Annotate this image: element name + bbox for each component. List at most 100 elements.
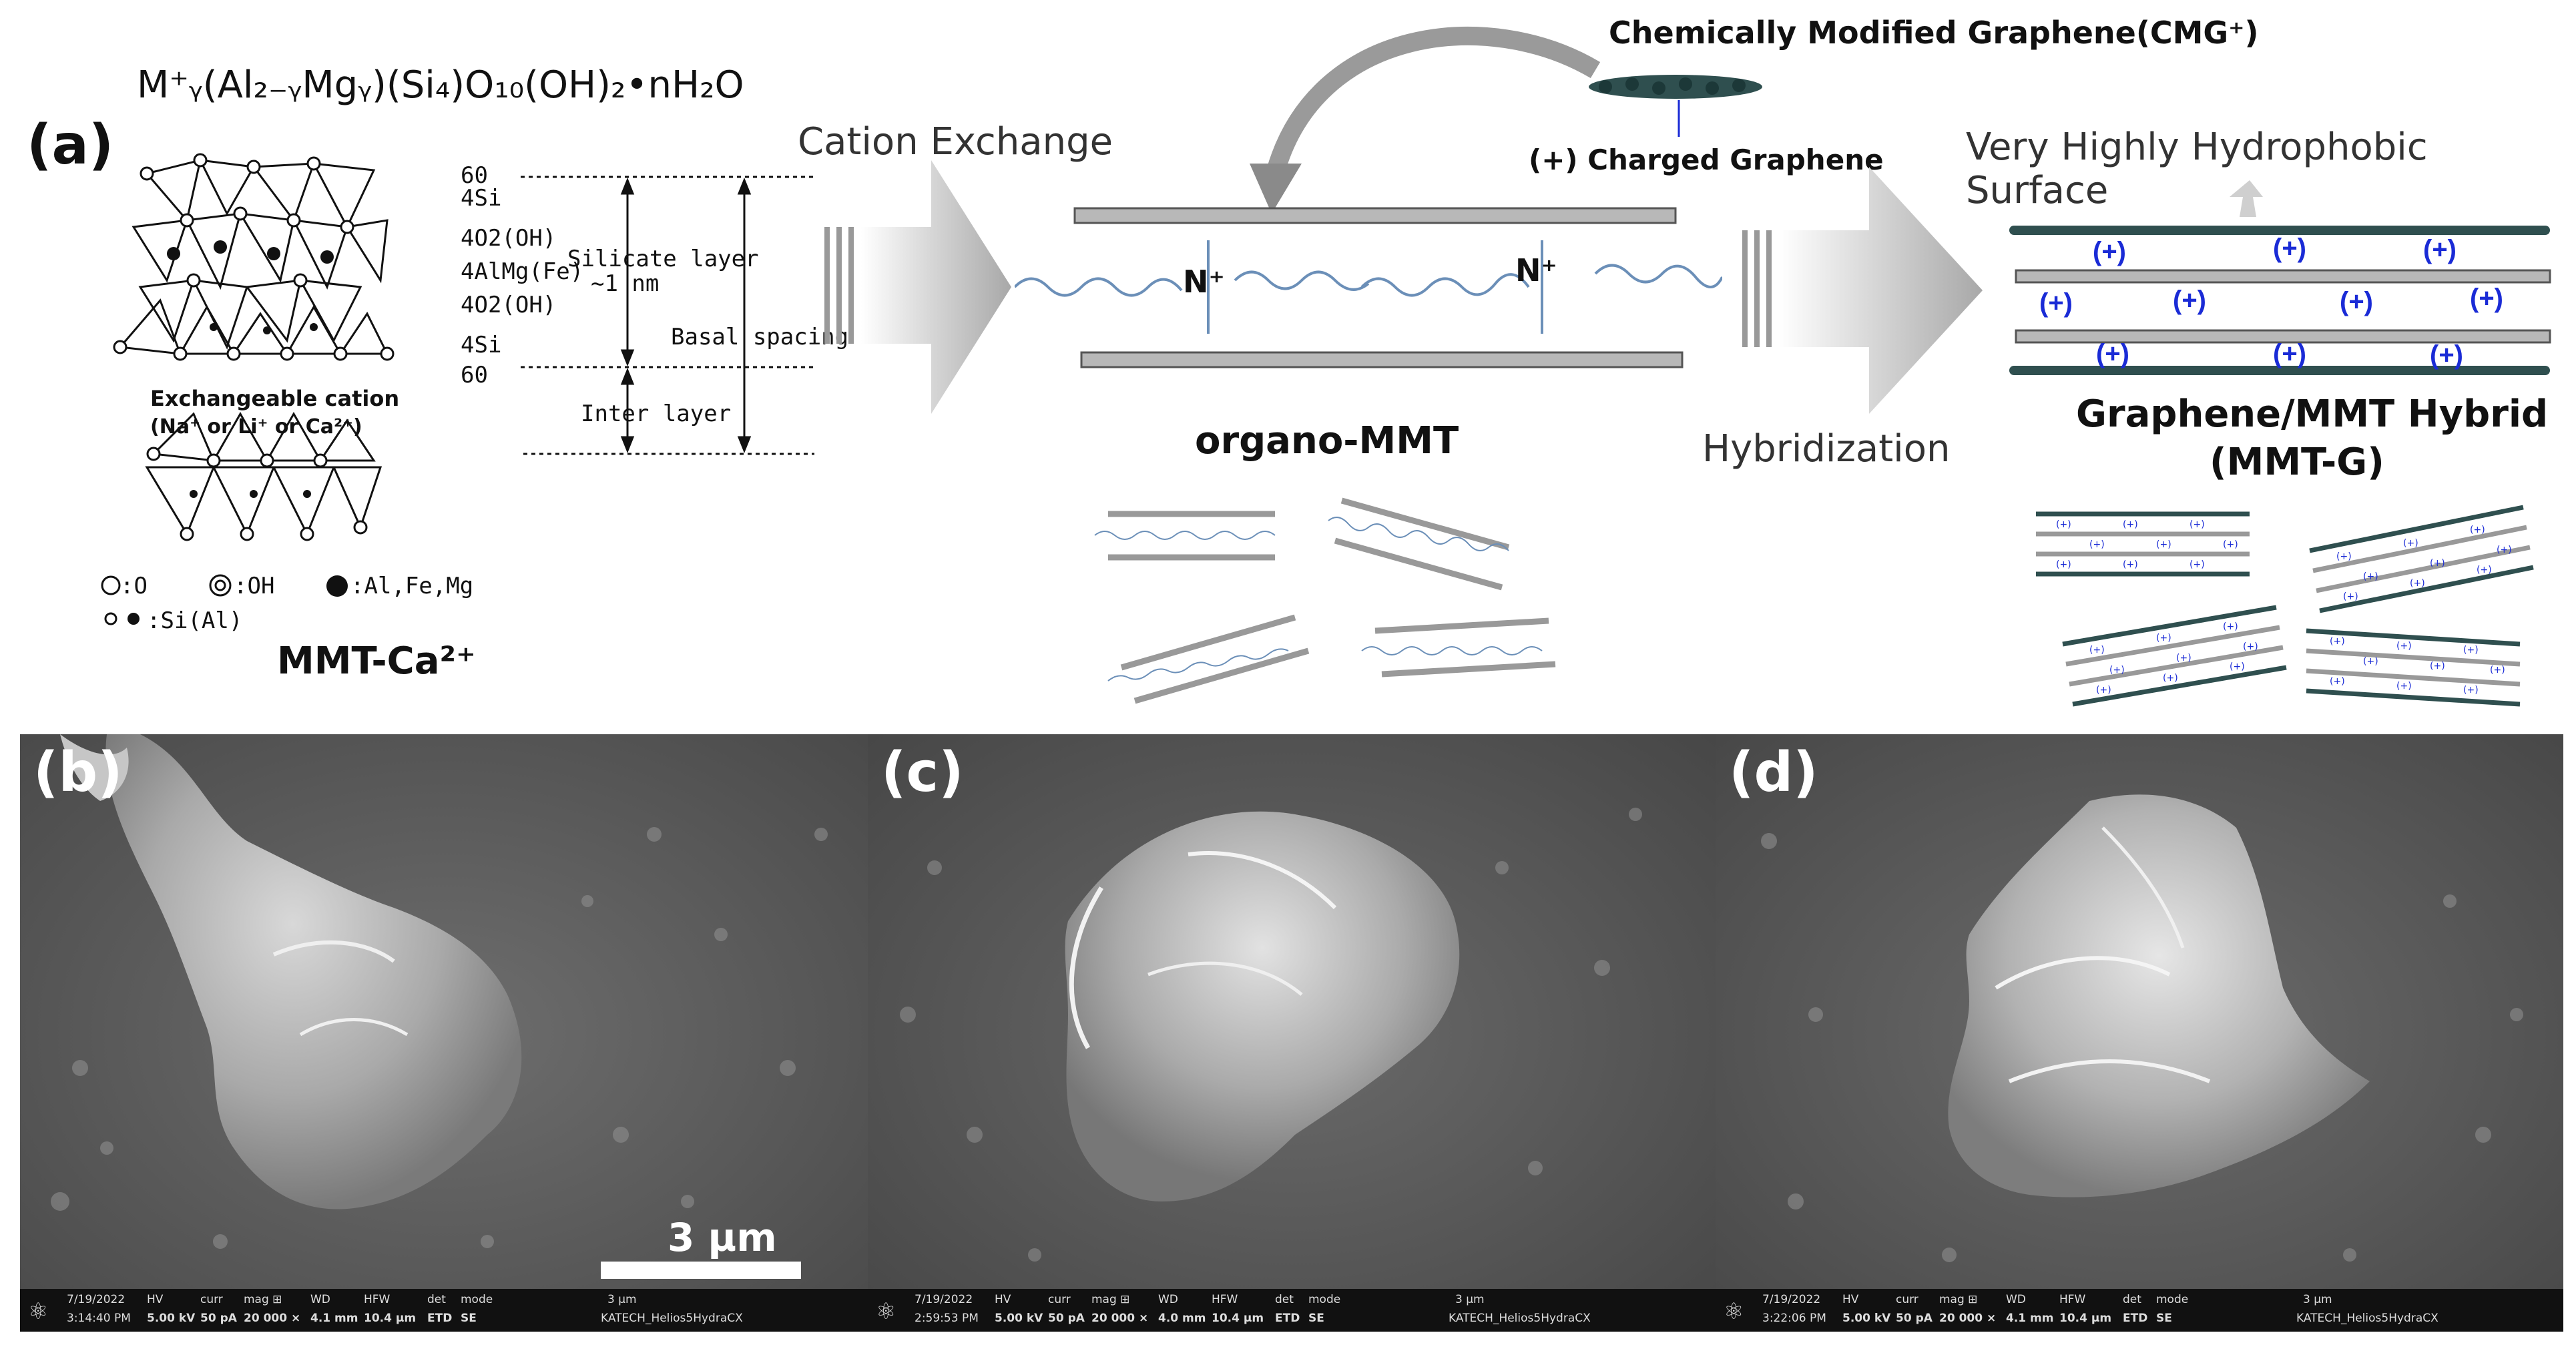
mmt-ca-name: MMT-Ca²⁺ <box>277 639 476 683</box>
meta-mag: 20 000 × <box>1939 1312 1997 1325</box>
hybrid-name-line2: (MMT-G) <box>2210 441 2384 484</box>
atom-icon: ⚛ <box>1724 1298 1744 1325</box>
hydrophobic-up-arrow <box>2230 180 2263 217</box>
n-plus-left: N⁺ <box>1183 264 1225 300</box>
cation-exchange-arrow <box>824 160 1011 414</box>
svg-text:(+): (+) <box>2410 578 2425 589</box>
meta-wd: 4.0 mm <box>1158 1312 1206 1325</box>
meta-curr-header: curr <box>1048 1293 1071 1306</box>
meta-curr-header: curr <box>1896 1293 1918 1306</box>
meta-date: 7/19/2022 <box>915 1293 973 1306</box>
panel-a-label: (a) <box>27 113 114 177</box>
legend-o: :O <box>120 573 148 599</box>
meta-det-header: det <box>2123 1293 2141 1306</box>
atom-icon: ⚛ <box>876 1298 896 1325</box>
meta-curr: 50 pA <box>1896 1312 1933 1325</box>
meta-hv-header: HV <box>1842 1293 1859 1306</box>
layer-tick-4si-bottom: 4Si <box>461 332 502 358</box>
panel-c-label: (c) <box>881 741 964 804</box>
curved-insertion-arrow <box>1250 26 1601 214</box>
exchangeable-cation-label: Exchangeable cation <box>150 386 400 411</box>
organo-mmt-label: organo-MMT <box>1195 419 1459 463</box>
svg-text:(+): (+) <box>2230 661 2245 672</box>
meta-mag: 20 000 × <box>244 1312 301 1325</box>
plus-charge-8: (+) <box>2096 339 2129 368</box>
inter-layer-label: Inter layer <box>581 400 732 427</box>
crystal-legend-symbols <box>101 574 232 625</box>
svg-text:(+): (+) <box>2156 539 2171 550</box>
svg-text:(+): (+) <box>2430 661 2445 671</box>
sem-metadata-bar-d: ⚛ 7/19/2022 3:22:06 PM HV 5.00 kV curr 5… <box>1716 1289 2563 1332</box>
cmg-graphene-sheet <box>1589 75 1762 99</box>
svg-text:(+): (+) <box>2477 565 2492 575</box>
svg-text:(+): (+) <box>2243 641 2258 652</box>
plus-charge-3: (+) <box>2423 235 2457 264</box>
meta-scale: 3 µm <box>607 1293 637 1306</box>
svg-text:(+): (+) <box>2396 641 2412 651</box>
meta-date: 7/19/2022 <box>1762 1293 1821 1306</box>
svg-text:(+): (+) <box>2223 539 2238 550</box>
svg-text:(+): (+) <box>2123 559 2138 570</box>
meta-mode-header: mode <box>461 1293 493 1306</box>
meta-wd-header: WD <box>310 1293 330 1306</box>
cation-types-label: (Na⁺ or Li⁺ or Ca²⁺) <box>150 415 362 439</box>
svg-text:(+): (+) <box>2056 559 2071 570</box>
svg-text:(+): (+) <box>2343 591 2358 602</box>
organo-mmt-schematic <box>1015 207 1722 368</box>
legend-al-symbol <box>326 575 348 597</box>
charged-graphene-pointer <box>1678 100 1680 137</box>
meta-curr: 50 pA <box>1048 1312 1085 1325</box>
sem-metadata-bar-b: ⚛ 7/19/2022 3:14:40 PM HV 5.00 kV curr 5… <box>20 1289 868 1332</box>
legend-al: :Al,Fe,Mg <box>350 573 474 599</box>
svg-text:(+): (+) <box>2490 665 2505 675</box>
meta-hfw: 10.4 µm <box>2059 1312 2112 1325</box>
plus-charge-10: (+) <box>2430 340 2463 370</box>
legend-si: :Si(Al) <box>147 607 243 634</box>
silicate-thickness-label: ~1 nm <box>591 270 660 297</box>
layer-tick-4o2oh-top: 4O2(OH) <box>461 225 557 252</box>
scale-bar <box>601 1262 801 1279</box>
plus-charge-4: (+) <box>2039 288 2073 318</box>
meta-mode-header: mode <box>1308 1293 1341 1306</box>
meta-hfw-header: HFW <box>1212 1293 1238 1306</box>
meta-time: 2:59:53 PM <box>915 1312 979 1325</box>
svg-text:(+): (+) <box>2363 571 2378 582</box>
mmt-formula: M⁺ᵧ(Al₂₋ᵧMgᵧ)(Si₄)O₁₀(OH)₂•nH₂O <box>137 63 744 107</box>
charged-graphene-label: (+) Charged Graphene <box>1529 144 1884 176</box>
svg-text:(+): (+) <box>2403 538 2418 549</box>
meta-det-header: det <box>1275 1293 1294 1306</box>
svg-text:(+): (+) <box>2430 558 2445 569</box>
meta-det: ETD <box>427 1312 453 1325</box>
meta-date: 7/19/2022 <box>67 1293 125 1306</box>
svg-text:(+): (+) <box>2123 519 2138 530</box>
meta-hv-header: HV <box>147 1293 164 1306</box>
sem-panel-d: (d) ⚛ 7/19/2022 3:22:06 PM HV 5.00 kV cu… <box>1716 734 2563 1332</box>
svg-text:(+): (+) <box>2189 559 2205 570</box>
svg-text:(+): (+) <box>2396 681 2412 692</box>
meta-time: 3:14:40 PM <box>67 1312 131 1325</box>
meta-hfw: 10.4 µm <box>364 1312 417 1325</box>
dimension-lines <box>521 176 814 455</box>
meta-hv: 5.00 kV <box>995 1312 1043 1325</box>
meta-instrument: KATECH_Helios5HydraCX <box>1449 1312 1591 1325</box>
svg-text:(+): (+) <box>2176 653 2192 663</box>
svg-text:(+): (+) <box>2363 656 2378 667</box>
meta-mag-header: mag ⊞ <box>1091 1293 1130 1306</box>
meta-wd: 4.1 mm <box>310 1312 358 1325</box>
organo-mmt-small-stacks <box>1094 497 1556 704</box>
hybridization-arrow <box>1742 167 1983 414</box>
meta-wd-header: WD <box>1158 1293 1178 1306</box>
layer-tick-60-bottom: 60 <box>461 362 488 388</box>
layer-tick-4almg: 4AlMg(Fe) <box>461 258 584 285</box>
meta-mag-header: mag ⊞ <box>244 1293 282 1306</box>
legend-oh: :OH <box>234 573 275 599</box>
meta-hfw: 10.4 µm <box>1212 1312 1264 1325</box>
meta-mag: 20 000 × <box>1091 1312 1149 1325</box>
meta-wd-header: WD <box>2006 1293 2026 1306</box>
cmg-title: Chemically Modified Graphene(CMG⁺) <box>1609 15 2259 51</box>
plus-charge-9: (+) <box>2273 339 2306 368</box>
svg-text:(+): (+) <box>2109 665 2125 675</box>
mmt-crystal-structure <box>113 153 395 541</box>
svg-text:(+): (+) <box>2497 545 2512 555</box>
meta-scale: 3 µm <box>2303 1293 2332 1306</box>
